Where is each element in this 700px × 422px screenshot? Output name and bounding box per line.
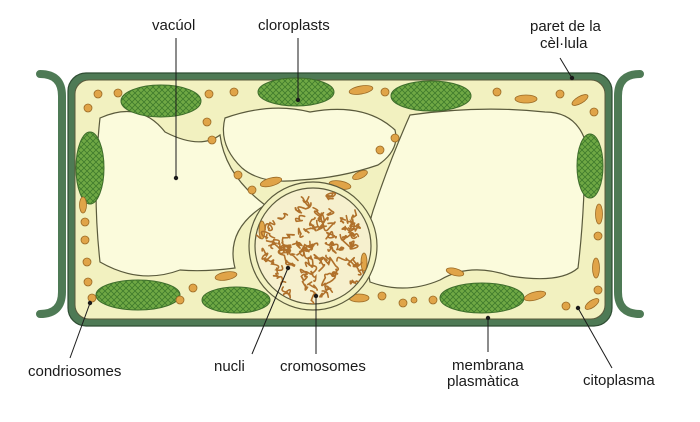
nucleus — [248, 181, 378, 311]
chromosome-strand — [297, 227, 304, 239]
chromosome-strand — [321, 272, 333, 287]
vacuole-top — [222, 107, 397, 182]
chromosome-strand — [339, 223, 362, 241]
label-membrana-line2: plasmàtica — [447, 373, 519, 390]
chromosome-strand — [264, 220, 276, 232]
chromosome-strand — [348, 240, 359, 250]
chromosome-strand — [326, 208, 335, 217]
label-cloroplasts: cloroplasts — [258, 17, 330, 34]
chromosome-strand — [309, 290, 317, 304]
chromosome-strand — [292, 240, 304, 250]
chromosome-strand — [305, 270, 317, 282]
chromosome-strand — [349, 231, 360, 240]
chromosomes — [255, 191, 371, 304]
chromosome-strand — [284, 260, 296, 267]
leader-lines — [69, 38, 613, 369]
neighbor-cell-wall-right — [614, 70, 644, 318]
chromosome-strand — [268, 243, 285, 252]
chromosome-strand — [303, 245, 312, 253]
chromosome-strand — [325, 254, 340, 272]
chromosome-strand — [300, 196, 311, 208]
chromosome-strand — [345, 214, 356, 230]
chromosome-strand — [302, 248, 314, 260]
chromosome-strand — [264, 258, 284, 272]
label-membrana-line1: membrana — [452, 357, 524, 374]
chromosome-strand — [336, 256, 358, 267]
label-nucli: nucli — [214, 358, 245, 375]
chromosome-strand — [325, 285, 334, 298]
chromosome-strand — [255, 231, 262, 245]
chromosome-strand — [261, 247, 272, 263]
chromosome-strand — [349, 209, 358, 227]
chromosome-strand — [304, 257, 318, 275]
chromosome-strand — [324, 276, 336, 291]
chromosome-strand — [330, 240, 345, 251]
chromosome-strand — [277, 212, 289, 221]
chloroplasts — [75, 77, 604, 314]
chromosome-strand — [294, 202, 312, 214]
chromosome-strand — [306, 281, 319, 291]
chromosome-strand — [294, 214, 306, 223]
chromosome-strand — [322, 256, 331, 266]
chromosome-strand — [318, 256, 326, 272]
label-citoplasma: citoplasma — [583, 372, 655, 389]
chromosome-strand — [303, 222, 317, 234]
label-paret-line1: paret de la — [530, 18, 602, 35]
chromosome-strand — [352, 261, 363, 276]
neighbor-cell-wall-left — [36, 70, 66, 318]
chromosome-strand — [272, 267, 280, 278]
label-paret-line2: cèl·lula — [540, 35, 588, 52]
leader-dots — [87, 75, 581, 321]
chromosome-strand — [272, 238, 281, 249]
label-cromosomes: cromosomes — [280, 358, 366, 375]
chromosome-strand — [301, 275, 309, 291]
label-vacuol: vacúol — [152, 17, 195, 34]
chromosome-strand — [260, 230, 276, 240]
chromosome-strand — [281, 286, 292, 299]
chromosome-strand — [331, 268, 339, 278]
chromosome-strand — [339, 217, 347, 224]
condriosomes-group — [79, 85, 603, 311]
chromosome-strand — [325, 230, 337, 240]
chromosome-strand — [315, 219, 325, 232]
chromosome-strand — [328, 244, 337, 254]
label-condriosomes: condriosomes — [28, 363, 121, 380]
chromosome-strand — [299, 268, 308, 281]
chromosome-strand — [312, 206, 329, 224]
chromosome-strand — [280, 248, 292, 264]
vacuole-left — [95, 110, 267, 277]
chromosome-strand — [279, 244, 292, 250]
chromosome-strand — [281, 233, 295, 247]
chromosome-strand — [347, 256, 360, 267]
chromosome-strand — [319, 290, 327, 298]
chromosome-strand — [325, 191, 337, 201]
